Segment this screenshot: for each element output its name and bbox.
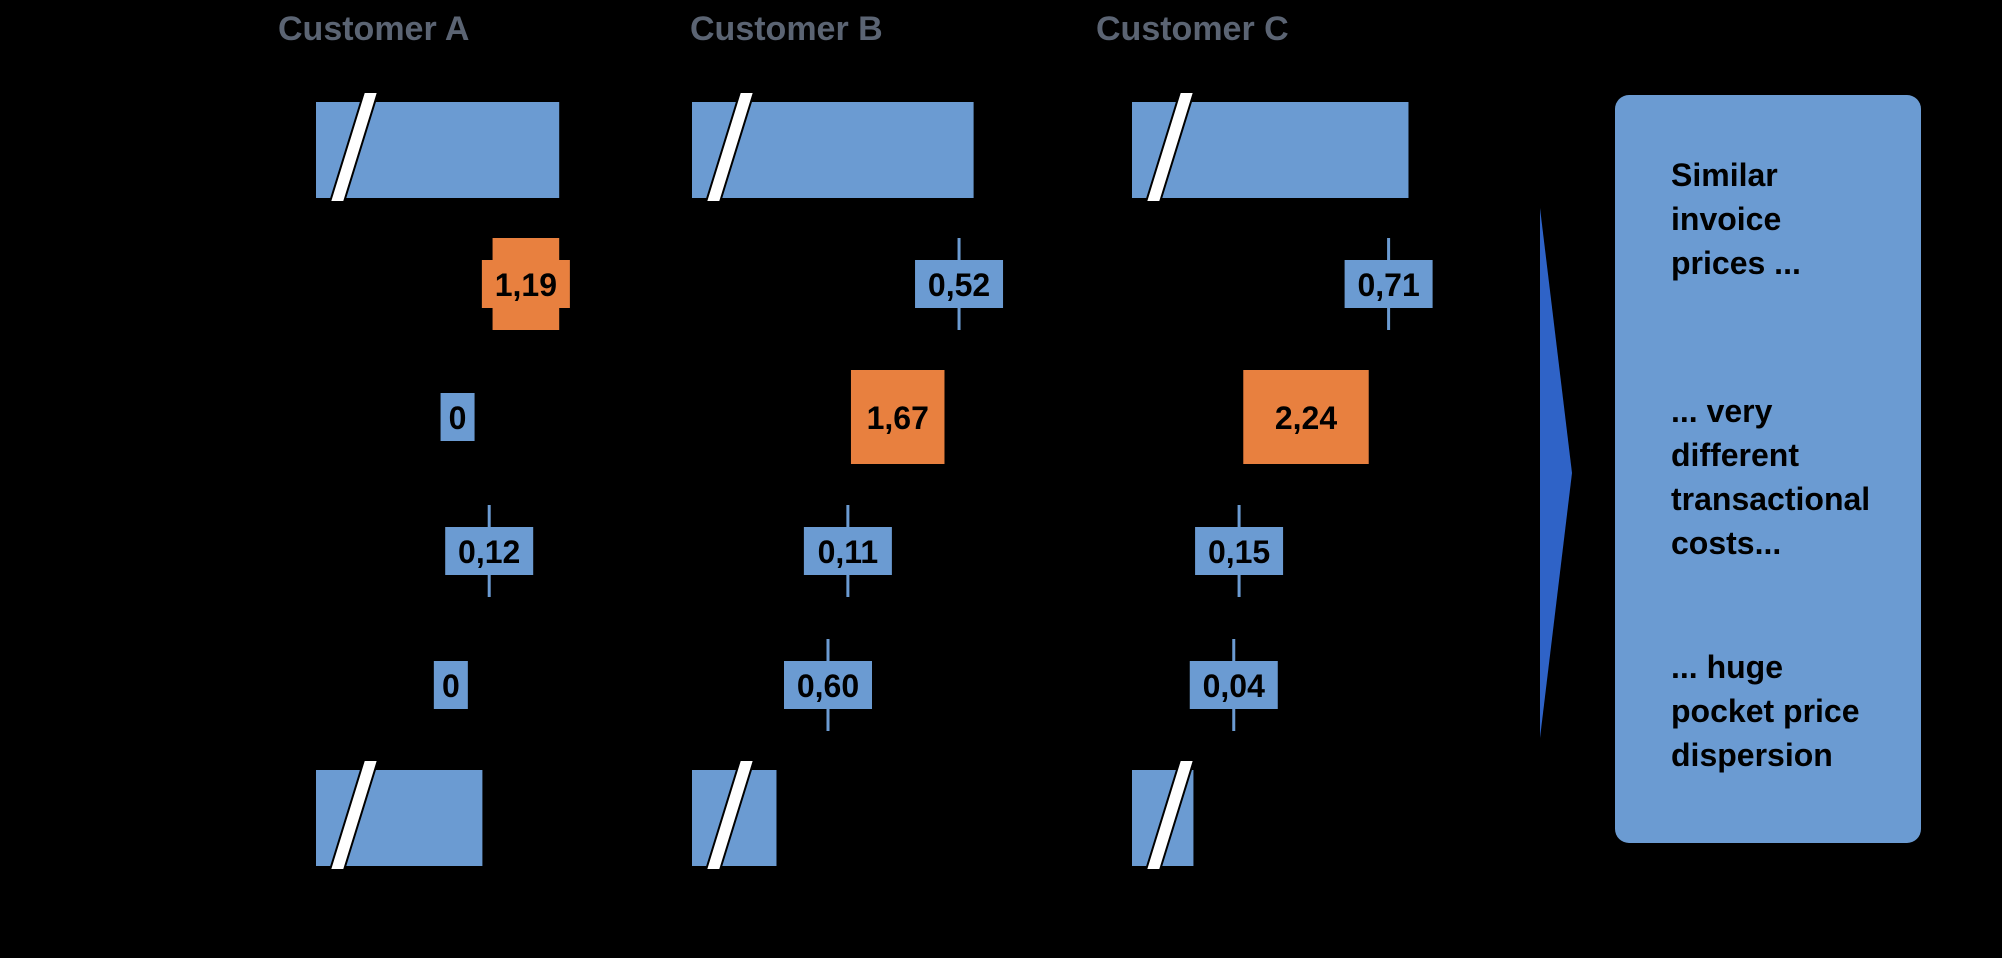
axis-break-icon <box>704 91 756 203</box>
cost-bar-label-box <box>1195 527 1284 575</box>
customer-a-title: Customer A <box>278 10 470 48</box>
summary-pocket-price-dispersion: ... huge pocket price dispersion <box>1671 649 1860 773</box>
axis-break-icon <box>328 91 380 203</box>
customer-c-cost-label-4: 0,04 <box>1203 668 1265 704</box>
cost-bar-rect <box>850 370 945 464</box>
customer-b-cost-label-2: 1,67 <box>867 400 929 436</box>
customer-b-cost-label-3: 0,11 <box>818 534 879 570</box>
customer-b-cost-label-1: 0,52 <box>928 267 990 303</box>
summary-different-transactional-costs: ... very different transactional costs..… <box>1671 393 1871 561</box>
cost-bar-label-box <box>915 260 1004 308</box>
cost-bar-label-box <box>481 260 570 308</box>
customer-a-cost-bar-3: 0,12 <box>445 505 534 597</box>
customer-a-cost-label-1: 1,19 <box>495 267 557 303</box>
summary-similar-invoice-prices: Similar invoice prices ... <box>1671 157 1801 281</box>
customer-b-cost-bar-3: 0,11 <box>803 505 892 597</box>
cost-bar-rect <box>1243 370 1369 464</box>
customer-c-cost-bar-3: 0,15 <box>1195 505 1284 597</box>
axis-break-icon <box>704 759 756 871</box>
customer-a-cost-label-3: 0,12 <box>458 534 520 570</box>
cost-bar-label-box <box>445 527 534 575</box>
customer-b-cost-bar-1: 0,52 <box>915 238 1004 330</box>
customer-c-cost-label-2: 2,24 <box>1275 400 1337 436</box>
customer-a-cost-label-4: 0 <box>442 668 460 704</box>
axis-break-icon <box>1144 91 1196 203</box>
customer-b-cost-bar-2: 1,67 <box>850 370 945 464</box>
customer-a-cost-bar-1: 1,19 <box>481 238 570 330</box>
cost-bar-label-box <box>1344 260 1433 308</box>
zero-cost-marker <box>440 393 475 441</box>
customer-b-cost-bar-4: 0,60 <box>784 639 872 731</box>
waterfall-chart: 1,19 0 0,12 0 0,52 1,67 0,11 0,60 0,71 2,24 0,15 0,… <box>316 91 1433 871</box>
right-arrow-icon <box>1540 208 1572 738</box>
cost-bar-label-box <box>784 661 872 709</box>
customer-c-title: Customer C <box>1096 10 1289 48</box>
axis-break-icon <box>328 759 380 871</box>
axis-break-icon <box>1144 759 1196 871</box>
customer-c-cost-label-1: 0,71 <box>1357 267 1419 303</box>
zero-cost-marker <box>433 661 468 709</box>
customer-b-cost-label-4: 0,60 <box>797 668 859 704</box>
customer-c-cost-bar-4: 0,04 <box>1189 639 1278 731</box>
cost-bar-label-box <box>1189 661 1278 709</box>
customer-a-cost-label-2: 0 <box>449 400 467 436</box>
customer-c-cost-bar-2: 2,24 <box>1243 370 1369 464</box>
cost-bar-label-box <box>803 527 892 575</box>
customer-a-cost-bar-2: 0 <box>440 393 475 441</box>
customer-a-cost-bar-4: 0 <box>433 661 468 709</box>
customer-b-title: Customer B <box>690 10 883 48</box>
customer-c-cost-label-3: 0,15 <box>1208 534 1270 570</box>
summary-box: Similar invoice prices ... ... very diff… <box>1615 95 1921 843</box>
customer-c-cost-bar-1: 0,71 <box>1344 238 1433 330</box>
